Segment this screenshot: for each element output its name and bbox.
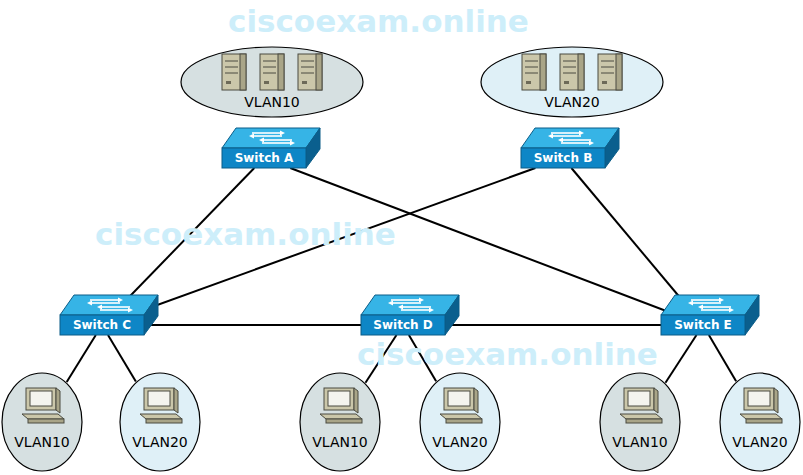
pc-vlan-ellipse: VLAN20: [119, 372, 201, 472]
watermark: ciscoexam.online: [357, 336, 658, 372]
shape-outline: [719, 372, 801, 472]
pc-vlan-ellipse: VLAN20: [419, 372, 501, 472]
vlan-label: VLAN10: [612, 434, 668, 450]
pc-vlan-ellipse: VLAN10: [1, 372, 83, 472]
switch-label: Switch A: [235, 151, 294, 165]
switch-label: Switch B: [534, 151, 593, 165]
pc-vlan-ellipse: VLAN10: [299, 372, 381, 472]
switch-label: Switch D: [373, 318, 432, 332]
shape-outline: [419, 372, 501, 472]
link-line: [67, 335, 96, 382]
link-line: [445, 324, 661, 326]
switch-node: Switch D: [361, 315, 445, 335]
switch-node: Switch C: [60, 315, 144, 335]
switch-node: Switch A: [222, 148, 306, 168]
shape-outline: [599, 372, 681, 472]
vlan-label: VLAN10: [312, 434, 368, 450]
vlan-label: VLAN20: [132, 434, 188, 450]
shape-outline: [119, 372, 201, 472]
watermark: ciscoexam.online: [228, 3, 529, 39]
switch-node: Switch E: [661, 315, 745, 335]
switch-label: Switch C: [73, 318, 131, 332]
server-vlan-ellipse: VLAN10: [180, 46, 364, 118]
vlan-label: VLAN20: [544, 94, 600, 110]
link-line: [130, 168, 536, 315]
link-line: [571, 168, 694, 315]
link-line: [290, 168, 676, 315]
link-line: [144, 324, 361, 326]
link-line: [112, 168, 255, 315]
pc-vlan-ellipse: VLAN20: [719, 372, 801, 472]
pc-vlan-ellipse: VLAN10: [599, 372, 681, 472]
switch-node: Switch B: [521, 148, 605, 168]
server-vlan-ellipse: VLAN20: [480, 46, 664, 118]
vlan-label: VLAN20: [732, 434, 788, 450]
link-line: [365, 335, 396, 383]
link-line: [665, 335, 696, 383]
switch-label: Switch E: [674, 318, 732, 332]
watermark: ciscoexam.online: [95, 216, 396, 252]
link-line: [709, 335, 736, 381]
vlan-label: VLAN10: [14, 434, 70, 450]
link-line: [409, 335, 436, 381]
shape-outline: [299, 372, 381, 472]
vlan-label: VLAN20: [432, 434, 488, 450]
link-line: [108, 335, 136, 382]
shape-outline: [1, 372, 83, 472]
vlan-label: VLAN10: [244, 94, 300, 110]
